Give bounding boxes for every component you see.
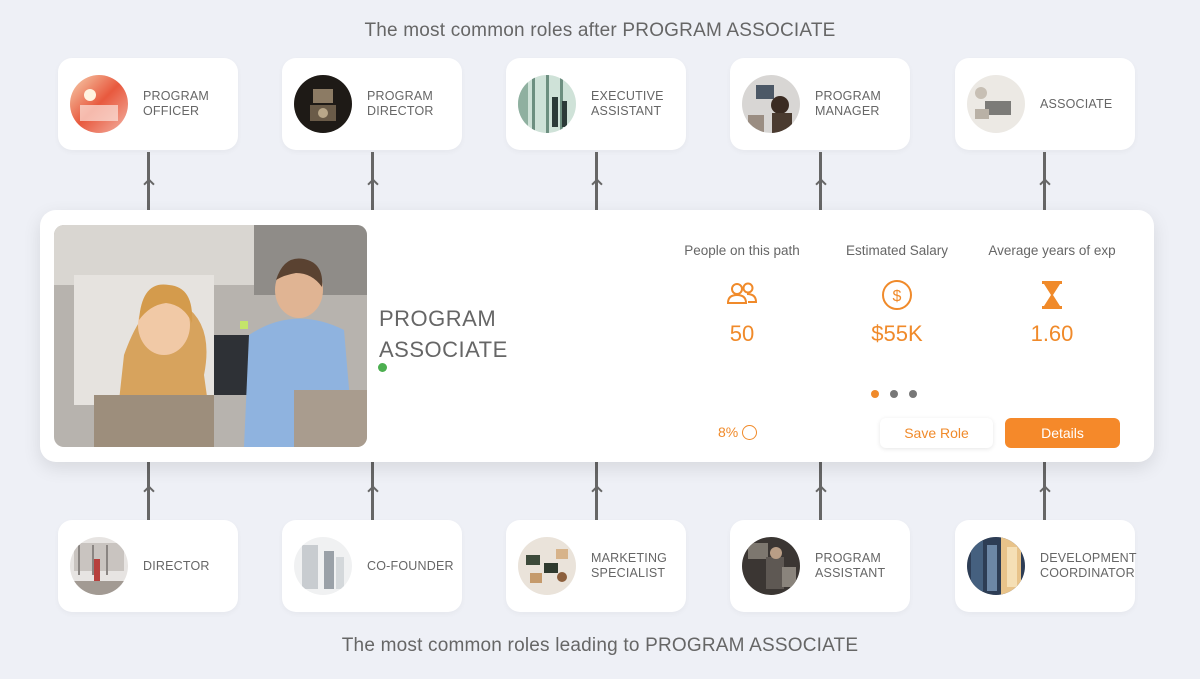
current-role-title: PROGRAM ASSOCIATE	[379, 306, 508, 362]
connector-line	[371, 152, 374, 210]
stat-value: $55K	[871, 321, 923, 346]
arrow-up-icon	[367, 178, 379, 190]
carousel-dot[interactable]	[871, 390, 879, 398]
role-card-marketing-specialist[interactable]: MARKETING SPECIALIST	[506, 520, 686, 612]
save-role-button[interactable]: Save Role	[880, 418, 993, 448]
stat-label: Average years of exp	[988, 243, 1116, 258]
role-photo	[967, 75, 1025, 133]
hourglass-icon	[977, 277, 1127, 313]
carousel-dot[interactable]	[890, 390, 898, 398]
role-label: PROGRAM MANAGER	[815, 89, 881, 118]
carousel-dots	[871, 390, 917, 398]
people-icon	[667, 277, 817, 313]
role-card-associate[interactable]: ASSOCIATE	[955, 58, 1135, 150]
role-photo	[518, 75, 576, 133]
role-photo	[967, 537, 1025, 595]
connector-line	[147, 152, 150, 210]
top-heading: The most common roles after PROGRAM ASSO…	[364, 20, 836, 41]
connector-line	[1043, 462, 1046, 520]
role-photo	[742, 537, 800, 595]
role-card-program-manager[interactable]: PROGRAM MANAGER	[730, 58, 910, 150]
role-card-development-coordinator[interactable]: DEVELOPMENT COORDINATOR	[955, 520, 1137, 612]
dollar-icon: $	[822, 277, 972, 313]
stat-value: 50	[729, 321, 755, 346]
svg-text:$: $	[893, 288, 902, 305]
connector-line	[819, 462, 822, 520]
arrow-up-icon	[815, 485, 827, 497]
role-card-program-assistant[interactable]: PROGRAM ASSISTANT	[730, 520, 910, 612]
arrow-up-icon	[591, 485, 603, 497]
arrow-up-icon	[1039, 485, 1051, 497]
stat-salary: Estimated Salary $ $55K	[822, 243, 972, 347]
stat-label: People on this path	[684, 243, 800, 258]
role-hero-photo	[54, 225, 367, 447]
arrow-up-icon	[143, 178, 155, 190]
role-photo	[294, 75, 352, 133]
role-label: EXECUTIVE ASSISTANT	[591, 89, 664, 118]
match-percentage: 8%	[718, 424, 758, 440]
stat-people: People on this path 50	[667, 243, 817, 347]
current-role-card: PROGRAM ASSOCIATE People on this path 50…	[40, 210, 1154, 462]
role-card-director[interactable]: DIRECTOR	[58, 520, 238, 612]
role-label: DEVELOPMENT COORDINATOR	[1040, 551, 1137, 580]
carousel-dot[interactable]	[909, 390, 917, 398]
role-label: DIRECTOR	[143, 558, 210, 573]
role-photo	[518, 537, 576, 595]
role-photo	[70, 537, 128, 595]
arrow-up-icon	[591, 178, 603, 190]
stat-label: Estimated Salary	[845, 243, 949, 258]
connector-line	[1043, 152, 1046, 210]
details-button[interactable]: Details	[1005, 418, 1120, 448]
stat-experience: Average years of exp 1.60	[977, 243, 1127, 347]
status-indicator	[378, 363, 387, 372]
connector-line	[595, 462, 598, 520]
role-card-co-founder[interactable]: CO-FOUNDER	[282, 520, 462, 612]
arrow-up-icon	[143, 485, 155, 497]
connector-line	[595, 152, 598, 210]
role-label: PROGRAM DIRECTOR	[367, 89, 434, 118]
bottom-heading: The most common roles leading to PROGRAM…	[341, 635, 859, 656]
connector-line	[371, 462, 374, 520]
progress-ring-icon	[742, 424, 758, 440]
connector-line	[819, 152, 822, 210]
role-card-program-director[interactable]: PROGRAM DIRECTOR	[282, 58, 462, 150]
connector-line	[147, 462, 150, 520]
role-photo	[742, 75, 800, 133]
role-label: CO-FOUNDER	[367, 558, 454, 573]
role-label: ASSOCIATE	[1040, 96, 1113, 111]
role-label: PROGRAM ASSISTANT	[815, 551, 886, 580]
arrow-up-icon	[367, 485, 379, 497]
role-card-program-officer[interactable]: PROGRAM OFFICER	[58, 58, 238, 150]
stat-value: 1.60	[1030, 321, 1074, 346]
arrow-up-icon	[1039, 178, 1051, 190]
role-label: PROGRAM OFFICER	[143, 89, 209, 118]
role-photo	[70, 75, 128, 133]
role-label: MARKETING SPECIALIST	[591, 551, 668, 580]
arrow-up-icon	[815, 178, 827, 190]
role-photo	[294, 537, 352, 595]
match-value: 8%	[718, 424, 739, 440]
role-card-executive-assistant[interactable]: EXECUTIVE ASSISTANT	[506, 58, 686, 150]
